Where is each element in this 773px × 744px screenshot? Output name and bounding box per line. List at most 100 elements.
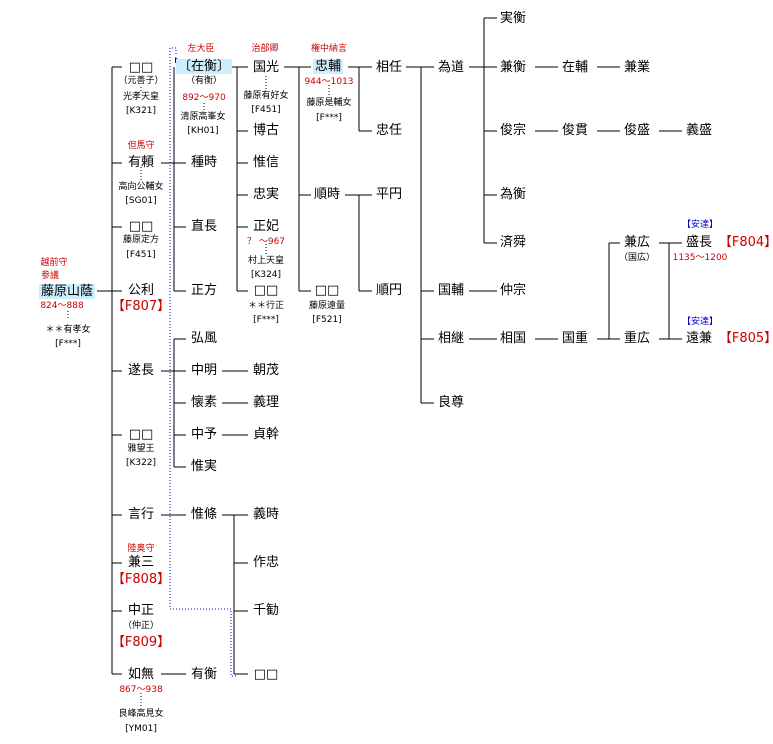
arihira-dates: 892〜970 <box>182 93 226 103</box>
juntoki-name[interactable]: 順時 <box>313 187 341 202</box>
kunimitsu-name[interactable]: 国光 <box>252 60 280 75</box>
kanehira-name[interactable]: 兼衡 <box>499 60 527 75</box>
aikuni-name[interactable]: 相国 <box>499 331 527 346</box>
arihira-title: 左大臣 <box>187 44 215 54</box>
tanetoki-name[interactable]: 種時 <box>190 155 218 170</box>
aitsugu-name[interactable]: 相継 <box>437 331 465 346</box>
arihira-name[interactable]: 〔在衡〕 <box>175 59 233 74</box>
tadasuke-code: [F***] <box>316 113 342 123</box>
yamakage-title-1: 越前守 <box>40 258 68 268</box>
yoshimasa-name[interactable]: 義理 <box>252 395 280 410</box>
shigehiro-name[interactable]: 重広 <box>623 331 651 346</box>
tadasuke-dates: 944〜1013 <box>304 77 354 87</box>
g2-6-spouse: 雅望王 <box>127 444 155 454</box>
masahi-dates: ？ 〜967 <box>246 237 286 247</box>
g2-10-dates: 867〜938 <box>119 685 163 695</box>
g2-8-ref[interactable]: 【F808】 <box>111 572 171 587</box>
shunso-name[interactable]: 俊宗 <box>499 123 527 138</box>
tamehira-name[interactable]: 為衡 <box>499 187 527 202</box>
chikatsu-name[interactable]: 千勧 <box>252 603 280 618</box>
g2-9-ref[interactable]: 【F809】 <box>111 635 171 650</box>
heien-name[interactable]: 平円 <box>375 187 403 202</box>
suketo-name[interactable]: 相任 <box>375 60 403 75</box>
yoshitoki-name[interactable]: 義時 <box>252 507 280 522</box>
g2-10-mother: 良峰高見女 <box>118 709 164 719</box>
korezane-name[interactable]: 惟実 <box>190 459 218 474</box>
yoshitaka-name[interactable]: 良尊 <box>437 395 465 410</box>
masahi-name[interactable]: 正妃 <box>252 219 280 234</box>
yamakage-mother: ＊＊有孝女 <box>45 325 91 335</box>
tadasuke-name[interactable]: 忠輔 <box>312 59 344 74</box>
g2-2-code: [SG01] <box>125 196 157 206</box>
g2-9-name[interactable]: 中正 <box>127 603 155 618</box>
g2-2-title: 但馬守 <box>127 141 155 151</box>
nakamune-name[interactable]: 仲宗 <box>499 283 527 298</box>
gimori-name[interactable]: 義盛 <box>685 123 713 138</box>
morinaga-name[interactable]: 盛長 <box>685 235 713 250</box>
hiroko-name[interactable]: 博古 <box>252 123 280 138</box>
g2-9-note: （仲正） <box>122 621 160 631</box>
junen-name[interactable]: 順円 <box>375 283 403 298</box>
korenobu2-name[interactable]: 惟條 <box>190 507 218 522</box>
kanenari-name[interactable]: 兼業 <box>623 60 651 75</box>
tomoshige-name[interactable]: 朝茂 <box>252 363 280 378</box>
kaimoto-name[interactable]: 懐素 <box>190 395 218 410</box>
g2-6-code: [K322] <box>125 458 157 468</box>
g2-1-name[interactable]: □□ <box>128 60 154 75</box>
g2-8-name[interactable]: 兼三 <box>127 555 155 570</box>
sanehira-name[interactable]: 実衡 <box>499 11 527 26</box>
tadazane-name[interactable]: 忠実 <box>252 187 280 202</box>
yamakage-dates: 824〜888 <box>40 301 84 311</box>
g2-6-name[interactable]: □□ <box>128 427 154 442</box>
nakayo-name[interactable]: 中予 <box>190 427 218 442</box>
g2-3-code: [F451] <box>126 250 156 260</box>
zaiho-name[interactable]: 在輔 <box>561 60 589 75</box>
yamakage-code: [F***] <box>55 339 81 349</box>
yamakage-name[interactable]: 藤原山蔭 <box>38 284 96 299</box>
adoption-line <box>169 47 236 677</box>
masahi-code: [K324] <box>250 270 282 280</box>
g2-4-name[interactable]: 公利 <box>127 283 155 298</box>
seishun-name[interactable]: 済舜 <box>499 235 527 250</box>
g2-10-code: [YM01] <box>125 724 157 734</box>
morinaga-ref[interactable]: 【F804】 <box>718 235 773 250</box>
kunimitsu-title: 治部卿 <box>251 44 279 54</box>
g2-5-name[interactable]: 遂長 <box>127 363 155 378</box>
toshimori-name[interactable]: 俊盛 <box>623 123 651 138</box>
g4-box2-name[interactable]: □□ <box>253 667 279 682</box>
g2-10-name[interactable]: 如無 <box>127 667 155 682</box>
g4-box-spouse: ＊＊行正 <box>247 301 285 311</box>
g2-7-name[interactable]: 言行 <box>127 507 155 522</box>
arihira-note: （有衡） <box>185 76 223 86</box>
kunisuke-name[interactable]: 国輔 <box>437 283 465 298</box>
kunishige-name[interactable]: 国重 <box>561 331 589 346</box>
g5-box-code: [F521] <box>312 315 342 325</box>
g4-box-name[interactable]: □□ <box>253 283 279 298</box>
g2-2-name[interactable]: 有頼 <box>127 155 155 170</box>
hirokaze-name[interactable]: 弘風 <box>190 331 218 346</box>
kunimitsu-mother: 藤原有好女 <box>243 91 289 101</box>
g2-8-title: 陸奥守 <box>127 544 155 554</box>
toshitsura-name[interactable]: 俊貫 <box>561 123 589 138</box>
g2-4-ref[interactable]: 【F807】 <box>111 299 171 314</box>
arihira-code: [KH01] <box>187 126 219 136</box>
tadato-name[interactable]: 忠任 <box>375 123 403 138</box>
g2-2-mother: 高向公輔女 <box>118 182 164 192</box>
masakata-name[interactable]: 正方 <box>190 283 218 298</box>
g5-box-name[interactable]: □□ <box>314 283 340 298</box>
tadasuke-title: 権中納言 <box>310 44 348 54</box>
nakaakira-name[interactable]: 中明 <box>190 363 218 378</box>
sadamoto-name[interactable]: 貞幹 <box>252 427 280 442</box>
tokane-ref[interactable]: 【F805】 <box>718 331 773 346</box>
tokane-name[interactable]: 遠兼 <box>685 331 713 346</box>
kunimitsu-code: [F451] <box>251 105 281 115</box>
g2-1-note: （元善子） <box>118 76 164 86</box>
kanehiro-name[interactable]: 兼広 <box>623 235 651 250</box>
arihira2-name[interactable]: 有衡 <box>190 667 218 682</box>
korenobu-name[interactable]: 惟信 <box>252 155 280 170</box>
sakuchu-name[interactable]: 作忠 <box>252 555 280 570</box>
naonaga-name[interactable]: 直長 <box>190 219 218 234</box>
tamemichi-name[interactable]: 為道 <box>437 60 465 75</box>
g2-3-name[interactable]: □□ <box>128 219 154 234</box>
